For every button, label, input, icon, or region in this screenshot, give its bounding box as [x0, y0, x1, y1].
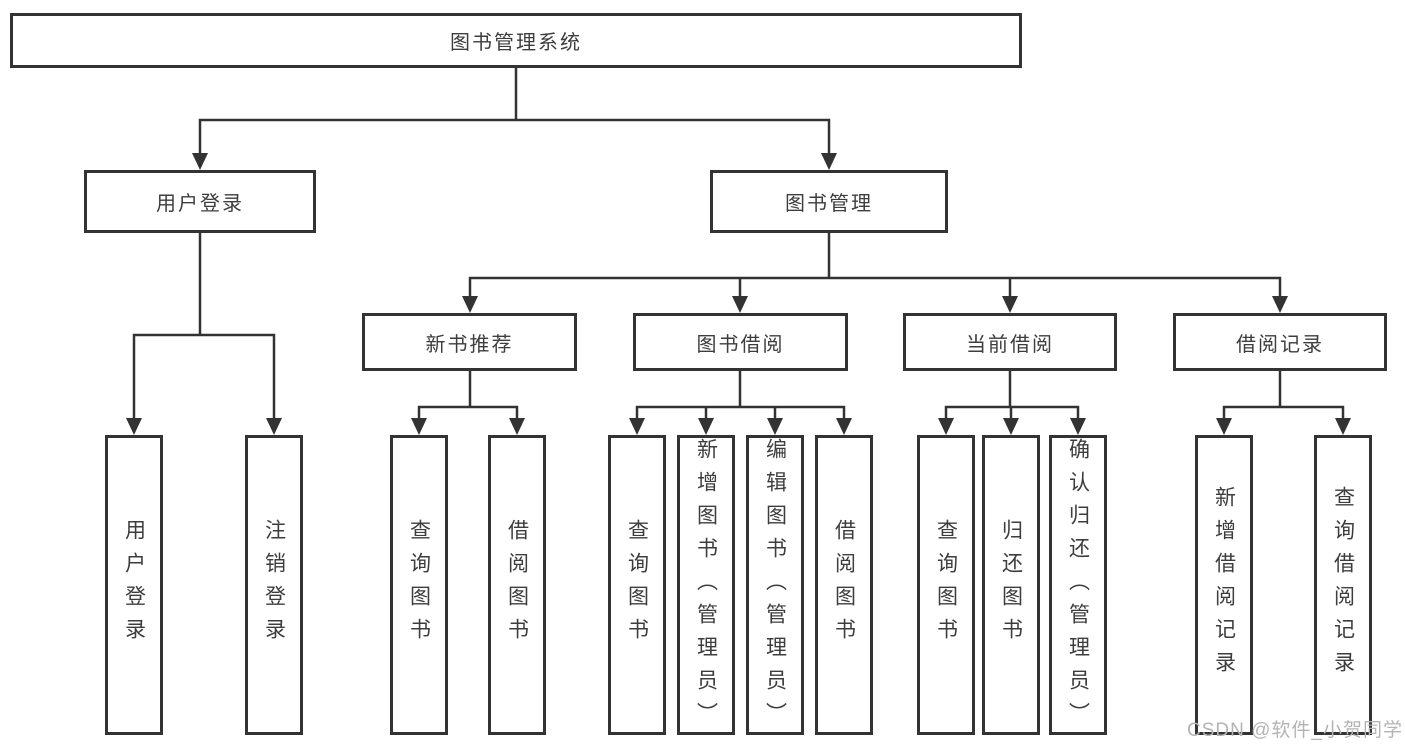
leaf-newbook-query-books: 查询图书	[390, 435, 448, 735]
leaf-current-confirm-return-admin: 确认归还（管理员）	[1049, 435, 1107, 735]
csdn-watermark: CSDN @软件_小贺同学	[1187, 720, 1403, 741]
node-borrow-record: 借阅记录	[1173, 313, 1387, 371]
leaf-user-login: 用户登录	[105, 435, 163, 735]
leaf-borrow-query-books: 查询图书	[608, 435, 666, 735]
leaf-current-query-books: 查询图书	[917, 435, 975, 735]
arrowheads	[126, 153, 1351, 435]
leaf-borrow-edit-books-admin: 编辑图书（管理员）	[746, 435, 804, 735]
leaf-newbook-borrow-books: 借阅图书	[488, 435, 546, 735]
node-new-book-recommend: 新书推荐	[362, 313, 577, 371]
leaf-record-query-borrow-record: 查询借阅记录	[1314, 435, 1372, 735]
node-book-borrow: 图书借阅	[633, 313, 848, 371]
leaf-borrow-add-books-admin: 新增图书（管理员）	[677, 435, 735, 735]
leaf-current-return-books: 归还图书	[982, 435, 1040, 735]
node-root-library-system: 图书管理系统	[10, 13, 1022, 68]
leaf-logout: 注销登录	[245, 435, 303, 735]
node-current-borrow: 当前借阅	[903, 313, 1117, 371]
node-book-management: 图书管理	[710, 170, 948, 233]
node-user-login: 用户登录	[84, 170, 316, 233]
leaf-record-add-borrow-record: 新增借阅记录	[1195, 435, 1253, 735]
leaf-borrow-borrow-books: 借阅图书	[815, 435, 873, 735]
